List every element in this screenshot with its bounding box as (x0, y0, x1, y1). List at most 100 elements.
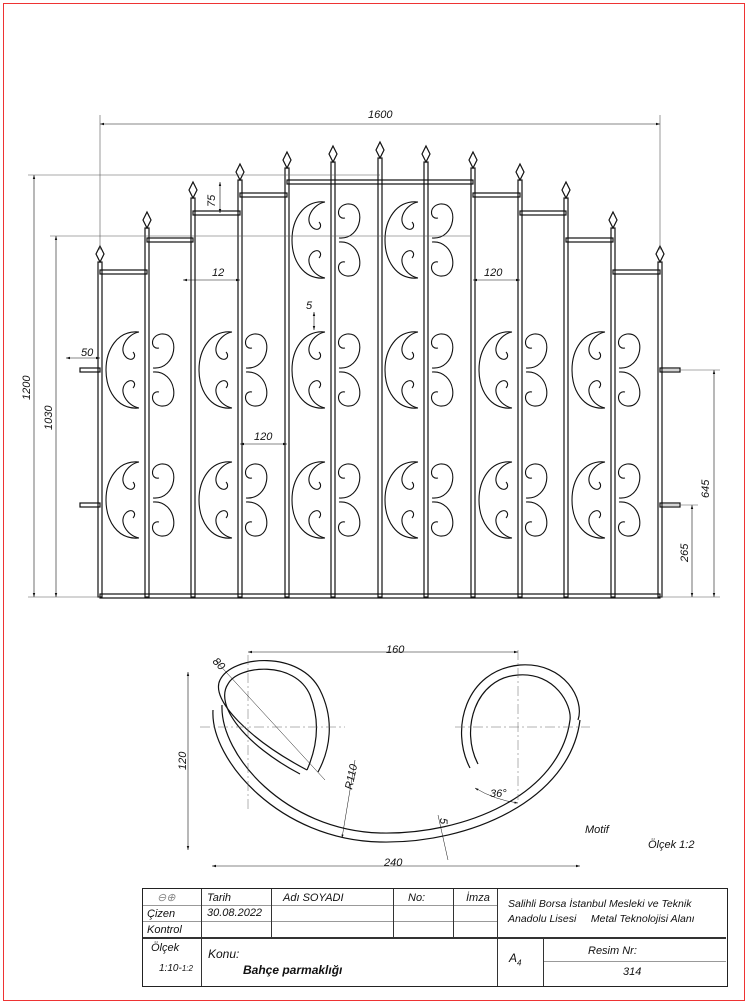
detail-bend-outer (212, 709, 581, 843)
vertical-bar (657, 261, 663, 598)
scroll-curl (337, 203, 361, 239)
school-line2: Anadolu Lisesi Metal Teknolojisi Alanı (508, 913, 695, 925)
no-label: No: (408, 892, 426, 904)
detail-right-scroll-outer (461, 664, 580, 769)
scroll-curl (588, 461, 606, 490)
dim-265: 265 (679, 543, 691, 563)
scroll-curl (151, 371, 175, 407)
mounting-pin (79, 502, 101, 508)
top-rail (519, 210, 567, 216)
detail-dim-r110 (341, 759, 356, 839)
scroll-curl (588, 380, 606, 409)
scroll-curl (617, 371, 641, 407)
scroll-curl (617, 463, 641, 499)
scroll-curl (337, 501, 361, 537)
scroll-curl (244, 463, 268, 499)
scroll-curl (588, 510, 606, 539)
page-border (3, 3, 745, 1001)
scroll-outer (105, 461, 140, 539)
scroll-curl (215, 331, 233, 360)
detail-scale: Ölçek 1:2 (648, 839, 694, 851)
scroll-curl (244, 371, 268, 407)
scroll-curl (495, 510, 513, 539)
scroll-outer (384, 331, 419, 409)
detail-r110: R110 (343, 762, 360, 790)
subject-label: Konu: (208, 947, 240, 961)
dim-1200: 1200 (21, 375, 33, 400)
finial (235, 162, 245, 182)
scroll-curl (215, 461, 233, 490)
scroll-outer (198, 331, 233, 409)
vertical-bar (610, 227, 616, 598)
finial (561, 180, 571, 200)
scroll-curl (308, 331, 326, 360)
vertical-bar (97, 261, 103, 598)
vertical-bar (377, 157, 383, 598)
scroll-curl (308, 250, 326, 279)
dimension-lines (28, 115, 720, 598)
scroll-curl (401, 250, 419, 279)
mounting-pin (79, 367, 101, 373)
motif-detail (186, 650, 590, 868)
scroll-curl (430, 463, 454, 499)
dim-120-mid: 120 (254, 431, 273, 443)
vertical-bar (190, 197, 196, 598)
scroll-curl (151, 333, 175, 369)
scroll-curl (308, 510, 326, 539)
scroll-curl (617, 501, 641, 537)
bottom-rail (99, 593, 661, 599)
top-rail (612, 269, 661, 275)
drawing-no-label: Resim Nr: (588, 945, 637, 957)
scroll-curl (401, 380, 419, 409)
dim-75: 75 (206, 194, 218, 207)
scroll-outer (384, 201, 419, 279)
dim-120-top: 120 (484, 267, 503, 279)
detail-240: 240 (383, 857, 403, 869)
dim-50: 50 (81, 347, 94, 359)
scroll-outer (291, 331, 326, 409)
dim-1030: 1030 (43, 405, 55, 430)
top-rail (192, 210, 241, 216)
scroll-outer (384, 461, 419, 539)
scroll-curl (401, 510, 419, 539)
scroll-outer (478, 461, 513, 539)
scroll-curl (401, 201, 419, 230)
scroll-outer (291, 461, 326, 539)
paper-size: A4 (509, 951, 522, 968)
drawn-by-label: Çizen (147, 908, 176, 920)
scroll-curl (122, 380, 140, 409)
scroll-curl (401, 461, 419, 490)
scroll-curl (151, 501, 175, 537)
scroll-outer (291, 201, 326, 279)
subject: Bahçe parmaklığı (243, 963, 343, 977)
vertical-bar (284, 167, 290, 598)
finial (421, 144, 431, 164)
vertical-bar (517, 179, 523, 598)
finial (95, 244, 105, 264)
vertical-bar (144, 227, 150, 598)
drawing-no: 314 (623, 966, 642, 978)
scroll-curl (401, 331, 419, 360)
scroll-outer (571, 331, 606, 409)
detail-left-scroll-outer (217, 660, 330, 773)
vertical-bar (330, 161, 336, 598)
detail-angle: 36° (490, 788, 507, 800)
scale-label: Ölçek (151, 942, 180, 954)
checked-label: Kontrol (147, 924, 182, 936)
scroll-curl (430, 501, 454, 537)
scroll-curl (524, 463, 548, 499)
detail-left-scroll-inner (224, 668, 318, 775)
scroll-curl (122, 510, 140, 539)
scroll-curl (617, 333, 641, 369)
finial (608, 210, 618, 230)
scroll-curl (244, 333, 268, 369)
scroll-curl (337, 371, 361, 407)
dim-645: 645 (700, 479, 712, 498)
scroll-curl (430, 371, 454, 407)
finial (468, 150, 478, 170)
vertical-bar (423, 161, 429, 598)
scroll-curl (308, 380, 326, 409)
scroll-curl (524, 333, 548, 369)
detail-5: 5 (437, 818, 449, 825)
